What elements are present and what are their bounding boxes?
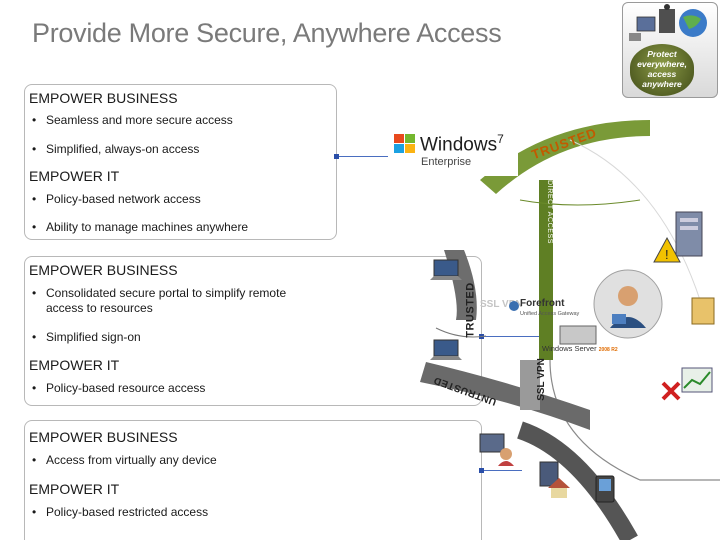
list-item: •Access from virtually any device <box>32 453 217 467</box>
semi-trusted-label: TRUSTED <box>464 282 477 338</box>
direct-access-band <box>539 180 553 360</box>
windows-server-logo: Windows Server 2008 R2 <box>542 344 618 353</box>
direct-access-label-wrap: DIRECT ACCESS <box>541 180 553 258</box>
folder-icon <box>691 297 715 325</box>
mobile-device-icon <box>595 475 615 503</box>
connector-line <box>482 470 522 471</box>
warning-icon: ! <box>653 236 681 263</box>
windows-flag-icon <box>394 134 416 154</box>
forefront-uag-logo: Forefront Unified Access Gateway <box>508 292 596 324</box>
kiosk-user-icon <box>479 433 514 466</box>
panel-direct-access <box>24 84 337 240</box>
windows-server-version: 2008 R2 <box>598 347 618 353</box>
forefront-name: Forefront <box>520 298 565 309</box>
lower-dark-arc <box>516 421 638 540</box>
list-item: •Simplified, always-on access <box>32 142 200 156</box>
home-icon <box>548 478 570 498</box>
desktop-icon <box>539 461 559 487</box>
list-item: •Policy-based network access <box>32 192 201 206</box>
laptop-icon <box>430 259 462 280</box>
chart-document-icon <box>681 367 713 393</box>
panel-untrusted <box>24 420 482 540</box>
list-item: •Policy-based restricted access <box>32 505 209 519</box>
page-title: Provide More Secure, Anywhere Access <box>32 18 502 48</box>
untrusted-band <box>420 362 590 430</box>
trusted-arc-top <box>480 120 650 194</box>
section-heading: EMPOWER BUSINESS <box>29 262 178 278</box>
user-avatar-icon <box>593 269 663 339</box>
list-item: •Ability to manage machines anywhere <box>32 220 249 234</box>
list-item: •Seamless and more secure access <box>32 113 233 127</box>
forefront-icon <box>509 301 519 311</box>
section-heading: EMPOWER IT <box>29 357 120 373</box>
section-heading: EMPOWER IT <box>29 481 120 497</box>
forefront-subtitle: Unified Access Gateway <box>520 311 580 317</box>
windows-server-name: Windows Server <box>542 344 597 353</box>
server-icon <box>675 211 703 257</box>
list-item: •Simplified sign-on <box>32 330 141 344</box>
connector-line <box>337 156 389 157</box>
access-arcs-diagram <box>420 120 720 540</box>
svg-text:!: ! <box>665 247 669 262</box>
blocked-x-icon <box>661 381 681 401</box>
windows7-logo: Windows7 Enterprise <box>388 130 518 176</box>
section-heading: EMPOWER BUSINESS <box>29 90 178 106</box>
windows-version: 7 <box>497 132 504 146</box>
section-heading: EMPOWER IT <box>29 168 120 184</box>
windows-brand: Windows <box>420 134 498 156</box>
connector-dot <box>334 154 339 159</box>
list-item: •Policy-based resource access <box>32 381 206 395</box>
connector-dot <box>479 468 484 473</box>
panel-ssl-vpn <box>24 256 482 406</box>
section-heading: EMPOWER BUSINESS <box>29 429 178 445</box>
list-item: •Consolidated secure portal to simplify … <box>32 286 287 315</box>
laptop-icon <box>430 339 462 360</box>
devices-globe-icon <box>629 4 707 41</box>
badge-label: Protect everywhere, access anywhere <box>630 44 694 96</box>
connector-line <box>482 336 540 337</box>
server-rack-icon <box>559 325 597 345</box>
direct-access-label: DIRECT ACCESS <box>546 180 553 245</box>
windows-edition: Enterprise <box>421 156 472 168</box>
ssl-vpn-label-secondary: SSL VPN <box>535 358 547 401</box>
ssl-vpn-label: SSL VPN <box>480 299 523 310</box>
